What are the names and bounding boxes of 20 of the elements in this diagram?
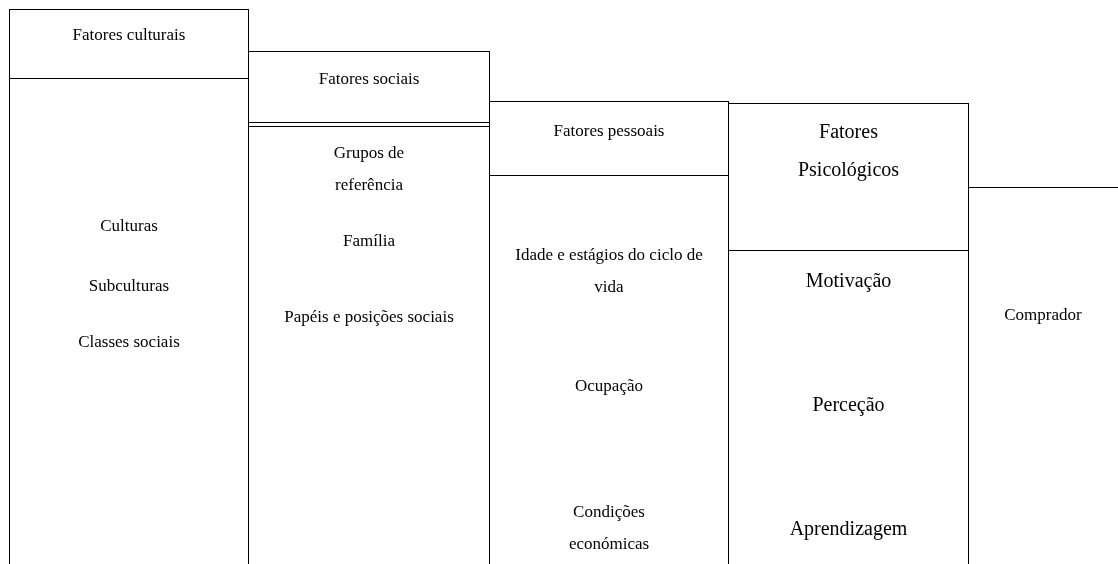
factor-item: Condições económicas <box>567 500 651 555</box>
factor-heading: Fatores pessoais <box>552 119 666 142</box>
factor-item: Idade e estágios do ciclo de vida <box>514 243 704 298</box>
factor-heading: Fatores Psicológicos <box>796 119 901 183</box>
factor-item: Subculturas <box>87 274 171 297</box>
header-box <box>728 103 969 251</box>
factor-item: Papéis e posições sociais <box>284 305 454 328</box>
factor-item: Perceção <box>811 392 886 418</box>
header-box <box>248 51 490 123</box>
factor-item: Aprendizagem <box>788 516 909 542</box>
factor-item: Classes sociais <box>77 330 181 353</box>
factor-item: Ocupação <box>574 374 644 397</box>
factor-item: Grupos de referência <box>332 141 406 196</box>
factor-item: Motivação <box>804 268 893 294</box>
factor-heading: Fatores culturais <box>71 23 187 46</box>
header-box <box>9 9 249 79</box>
factor-item: Culturas <box>99 214 159 237</box>
factor-item: Comprador <box>1003 303 1083 326</box>
factor-item: Família <box>342 229 396 252</box>
factor-heading: Fatores sociais <box>317 67 421 90</box>
